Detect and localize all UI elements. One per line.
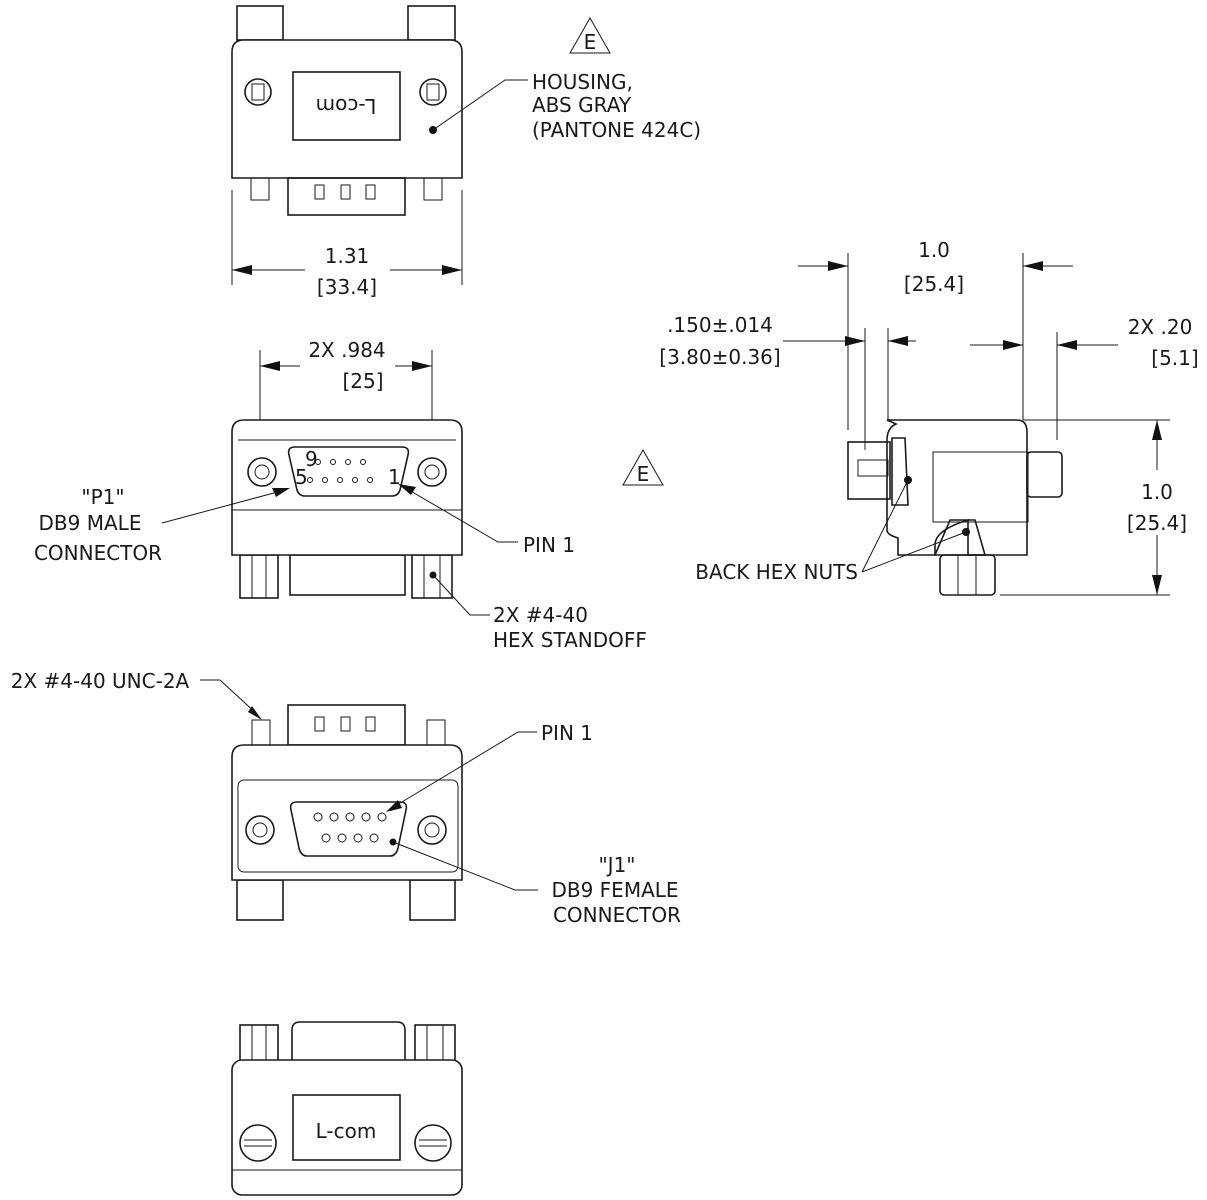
female-connector-view: 2X #4-40 UNC-2A PIN 1 "J1" DB9 FEMALE CO… [11, 669, 681, 927]
thread-right [423, 177, 443, 201]
thread-right [426, 719, 446, 746]
hex-nut-right [417, 815, 447, 845]
bottom-view: L-com [231, 1021, 463, 1196]
pin1-label: PIN 1 [523, 533, 575, 557]
screw-hole-right [419, 78, 447, 106]
svg-text:E: E [584, 30, 597, 54]
logo-plate [292, 71, 401, 141]
thread-note: 2X #4-40 UNC-2A [11, 669, 190, 693]
j1-label: "J1" [598, 853, 635, 877]
pin1-label: PIN 1 [541, 721, 593, 745]
pitch-dimension-in: 2X .984 [308, 338, 385, 362]
screw-hole-left [244, 78, 272, 106]
thread-left [250, 177, 270, 201]
standoff-note-line1: 2X #4-40 [493, 603, 588, 627]
j1-connector: CONNECTOR [553, 903, 681, 927]
width-dimension-in: 1.31 [325, 244, 370, 268]
pin-label-9: 9 [305, 447, 318, 471]
height-dimension-in: 1.0 [1141, 480, 1173, 504]
thumbscrew-right [414, 1124, 452, 1162]
thumbscrew-left [239, 1124, 277, 1162]
knurl-dimension-mm: [5.1] [1151, 346, 1198, 370]
hex-standoff-side [939, 554, 996, 596]
top-view: L-com 1.31 [33.4] HOUSING, ABS GRAY (PAN… [231, 5, 701, 299]
logo-text: L-com [316, 94, 377, 118]
svg-text:E: E [637, 462, 650, 486]
offset-dimension-mm: [3.80±0.36] [659, 345, 780, 369]
knurled-nut-right [407, 5, 456, 41]
back-hex-nuts-note: BACK HEX NUTS [695, 560, 858, 584]
knurled-nut-left [236, 879, 284, 921]
knurled-nut-left [236, 5, 284, 41]
housing-body [231, 744, 463, 881]
housing-profile [886, 419, 1028, 556]
side-view: BACK HEX NUTS 1.0 [25.4] .150±.014 [3.80… [659, 238, 1199, 596]
housing-body [231, 39, 463, 179]
knurled-nut-right [409, 879, 456, 921]
pin-label-1: 1 [388, 465, 401, 489]
db9-male-shell [287, 446, 410, 497]
pitch-dimension-mm: [25] [342, 369, 383, 393]
depth-dimension-mm: [25.4] [904, 272, 964, 296]
hex-screw-right [417, 457, 447, 487]
height-dimension-mm: [25.4] [1127, 511, 1187, 535]
logo-text: L-com [316, 1119, 377, 1143]
heat-fins [932, 451, 1029, 523]
revision-triangle-icon: E [622, 448, 664, 486]
hex-standoff-left [239, 554, 279, 599]
male-connector-view: 2X .984 [25] 9 5 1 "P1" DB9 MALE CONNECT… [34, 338, 647, 652]
j1-type: DB9 FEMALE [551, 878, 678, 902]
depth-dimension-in: 1.0 [918, 238, 950, 262]
housing-body [231, 1059, 463, 1196]
p1-label: "P1" [81, 485, 124, 509]
width-dimension-mm: [33.4] [317, 275, 377, 299]
housing-note-line2: ABS GRAY [532, 93, 632, 117]
standoff-note-line2: HEX STANDOFF [493, 628, 647, 652]
db9-female-shell [289, 801, 408, 857]
knurl-dimension-in: 2X .20 [1128, 315, 1193, 339]
hex-nut-left [245, 815, 275, 845]
housing-note-line3: (PANTONE 424C) [532, 118, 701, 142]
logo-plate [292, 1094, 401, 1161]
pin-label-5: 5 [295, 465, 308, 489]
p1-connector: CONNECTOR [34, 541, 162, 565]
knurled-nut-side [1026, 451, 1063, 498]
revision-triangle-icon: E [569, 16, 611, 54]
offset-dimension-in: .150±.014 [667, 313, 773, 337]
hex-screw-left [247, 457, 277, 487]
thread-left [251, 719, 271, 746]
connector-shell [287, 177, 406, 216]
p1-type: DB9 MALE [39, 511, 142, 535]
housing-note-line1: HOUSING, [532, 70, 633, 94]
